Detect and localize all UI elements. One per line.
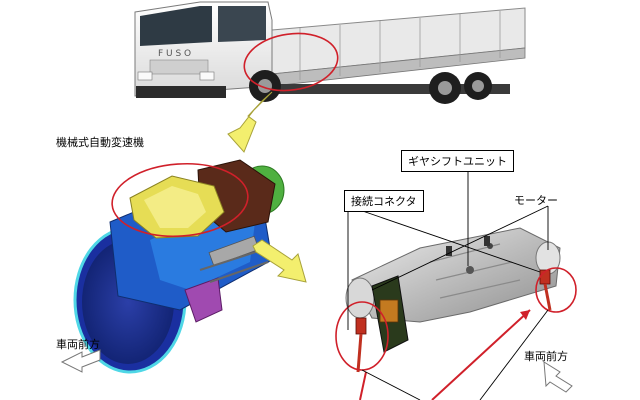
connector-label: 接続コネクタ [344, 190, 424, 212]
truck-image: F U S O [134, 1, 526, 104]
transmission-title: 機械式自動変速機 [56, 136, 144, 149]
red-arrow-right [431, 309, 531, 400]
truck-brand-mark: F U S O [158, 49, 191, 59]
vehicle-front-label-right: 車両前方 [524, 350, 568, 363]
leader-connector-b [347, 205, 541, 273]
vehicle-front-arrow-left [60, 349, 101, 373]
callout-arrow-truck-to-transmission [227, 91, 273, 153]
truck-windshield [140, 6, 212, 46]
transmission-highlight-circle [111, 162, 249, 238]
vehicle-front-label-left: 車両前方 [56, 338, 100, 351]
truck-highlight-circle [243, 32, 339, 92]
unit-right-highlight-circle [535, 267, 577, 313]
gear-shift-unit-image [345, 227, 561, 373]
transmission-image [73, 159, 285, 374]
motor-label: モーター [514, 194, 558, 207]
gear-shift-unit-label: ギヤシフトユニット [401, 150, 514, 172]
leader-motor-b [371, 205, 549, 291]
callout-arrow-transmission-to-unit [252, 239, 307, 283]
red-arrow-left [359, 371, 367, 400]
vehicle-front-arrow-right [543, 361, 573, 393]
connector-left [355, 317, 367, 335]
